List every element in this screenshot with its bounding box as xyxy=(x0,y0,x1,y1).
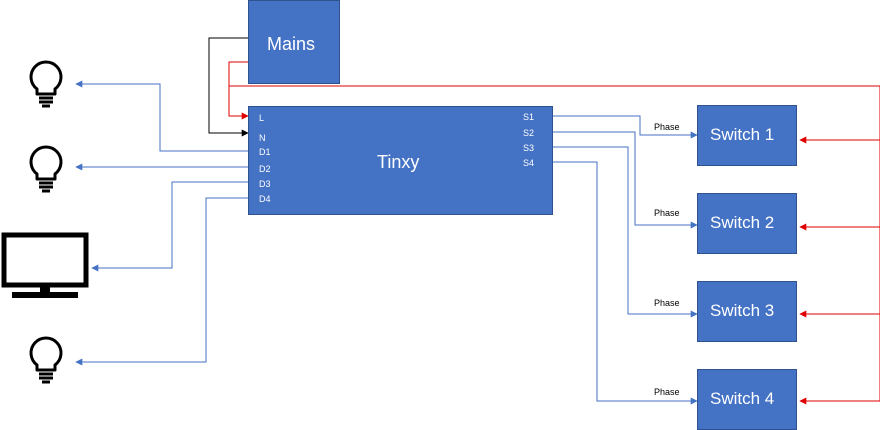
wire-d4-to-bulb-3 xyxy=(75,197,248,366)
tinxy-box: Tinxy L N D1 D2 D3 D4 S1 S2 S3 S4 xyxy=(248,106,553,215)
wire-s1-to-switch-1 xyxy=(553,115,698,139)
bulb-icon xyxy=(29,336,63,384)
switch-3-box: Switch 3 xyxy=(697,281,797,342)
phase-label-4: Phase xyxy=(654,387,680,397)
wire-d1-to-bulb-1 xyxy=(75,80,248,152)
pin-d3: D3 xyxy=(259,179,271,189)
switch-4-label: Switch 4 xyxy=(710,389,775,408)
tinxy-title: Tinxy xyxy=(377,152,420,172)
bulb-icon xyxy=(29,60,63,108)
mains-title: Mains xyxy=(267,34,316,54)
switch-2-label: Switch 2 xyxy=(710,213,775,232)
pin-s1: S1 xyxy=(523,112,535,122)
switch-2-box: Switch 2 xyxy=(697,193,797,254)
pin-s4: S4 xyxy=(523,158,535,168)
device-wires xyxy=(75,80,248,366)
pin-d1: D1 xyxy=(259,147,271,157)
switch-1-box: Switch 1 xyxy=(697,105,797,166)
wire-s4-to-switch-4 xyxy=(553,161,698,405)
pin-l: L xyxy=(259,113,265,123)
switch-3-label: Switch 3 xyxy=(710,301,775,320)
phase-label-2: Phase xyxy=(654,208,680,218)
live-bus xyxy=(229,85,880,401)
switch-4-box: Switch 4 xyxy=(697,369,797,430)
wire-s3-to-switch-3 xyxy=(553,146,698,318)
pin-s2: S2 xyxy=(523,128,535,138)
phase-label-3: Phase xyxy=(654,298,680,308)
pin-s3: S3 xyxy=(523,143,535,153)
neutral-wire-mains-to-n xyxy=(208,37,249,137)
pin-d4: D4 xyxy=(259,194,271,204)
tv-icon xyxy=(1,232,89,298)
mains-box: Mains xyxy=(248,0,340,84)
live-wires xyxy=(228,61,880,405)
pin-d2: D2 xyxy=(259,164,271,174)
switch-1-label: Switch 1 xyxy=(710,125,775,144)
pin-n: N xyxy=(259,133,266,143)
wire-s2-to-switch-2 xyxy=(553,131,698,229)
live-wire-mains-to-l xyxy=(228,61,249,120)
phase-label-1: Phase xyxy=(654,122,680,132)
bulb-icon xyxy=(29,145,63,193)
wire-d3-to-tv xyxy=(91,181,248,272)
phase-wires xyxy=(553,115,698,405)
